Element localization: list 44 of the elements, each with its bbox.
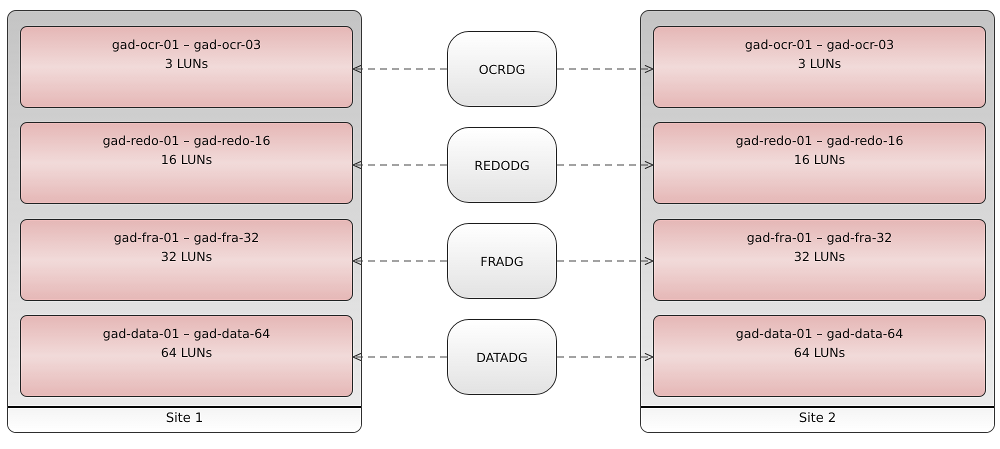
dashed-arrow (352, 64, 448, 74)
lun-range: gad-data-01 – gad-data-64 (736, 325, 904, 343)
site-panel (640, 10, 995, 433)
disk-group-name: OCRDG (478, 62, 526, 76)
site-label: Site 1 (164, 411, 204, 426)
lun-range: gad-fra-01 – gad-fra-32 (114, 229, 260, 247)
lun-range: gad-fra-01 – gad-fra-32 (746, 229, 892, 247)
disk-group-box (447, 223, 557, 299)
lun-group-box (20, 26, 353, 108)
lun-group-box (20, 122, 353, 204)
lun-range: gad-redo-01 – gad-redo-16 (102, 132, 270, 150)
lun-group-box (653, 26, 986, 108)
disk-group-box (447, 31, 557, 107)
dashed-arrow (352, 160, 448, 170)
site-panel (7, 10, 362, 433)
lun-range: gad-data-01 – gad-data-64 (102, 325, 270, 343)
lun-count: 16 LUNs (794, 151, 846, 169)
site-label: Site 2 (798, 411, 838, 426)
dashed-arrow (556, 256, 654, 266)
disk-group-box (447, 319, 557, 395)
lun-count: 16 LUNs (160, 151, 212, 169)
lun-count: 64 LUNs (794, 344, 846, 362)
disk-group-name: DATADG (476, 350, 528, 364)
dashed-arrow (556, 160, 654, 170)
dashed-arrow (556, 64, 654, 74)
lun-count: 32 LUNs (160, 248, 212, 266)
lun-count: 3 LUNs (798, 55, 842, 73)
lun-range: gad-ocr-01 – gad-ocr-03 (744, 36, 894, 54)
dashed-arrow (556, 352, 654, 362)
lun-count: 3 LUNs (164, 55, 208, 73)
disk-group-name: FRADG (480, 254, 524, 268)
lun-group-box (20, 315, 353, 397)
lun-group-box (653, 315, 986, 397)
lun-range: gad-ocr-01 – gad-ocr-03 (112, 36, 262, 54)
disk-group-name: REDODG (474, 158, 530, 172)
lun-group-box (653, 219, 986, 301)
dashed-arrow (352, 256, 448, 266)
lun-count: 32 LUNs (794, 248, 846, 266)
lun-range: gad-redo-01 – gad-redo-16 (736, 132, 904, 150)
dashed-arrow (352, 352, 448, 362)
lun-count: 64 LUNs (160, 344, 212, 362)
lun-group-box (653, 122, 986, 204)
disk-group-box (447, 127, 557, 203)
lun-group-box (20, 219, 353, 301)
